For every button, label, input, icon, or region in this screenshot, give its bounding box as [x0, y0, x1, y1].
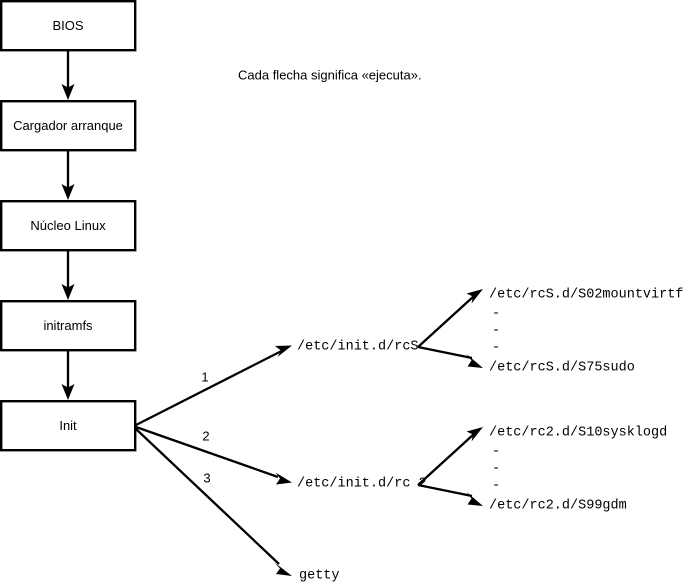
node-init-label: Init	[59, 418, 77, 433]
arrowhead-icon	[61, 84, 75, 100]
boot-chain-group: BIOS Cargador arranque Núcleo Linux init…	[0, 0, 137, 452]
rc2-ellipsis-dash-3: -	[492, 479, 500, 494]
arrow-rc2-to-last	[417, 483, 483, 506]
arrowhead-icon	[274, 562, 292, 576]
node-bios-rect	[0, 0, 137, 52]
diagram-caption: Cada flecha significa «ejecuta».	[238, 67, 422, 82]
rcs-ellipsis-dash-3: -	[492, 341, 500, 356]
node-loader-label: Cargador arranque	[13, 118, 123, 133]
node-initramfs[interactable]: initramfs	[0, 300, 137, 352]
node-bios[interactable]: BIOS	[0, 0, 137, 52]
arrowhead-icon	[466, 289, 483, 304]
label-init-d-rc2[interactable]: /etc/init.d/rc 2	[297, 477, 427, 492]
node-loader[interactable]: Cargador arranque	[0, 99, 137, 152]
arrowhead-icon	[275, 472, 292, 485]
arrowhead-icon	[61, 384, 75, 400]
branch-number-3: 3	[203, 470, 210, 485]
arrow-init-to-getty	[135, 428, 292, 576]
arrow-rcs-to-first	[417, 289, 483, 348]
node-bios-label: BIOS	[52, 18, 83, 33]
arrow-init-to-rc2	[135, 425, 292, 485]
label-init-d-rcs[interactable]: /etc/init.d/rcS	[297, 340, 419, 355]
node-kernel-label: Núcleo Linux	[30, 218, 106, 233]
arrow-loader-to-kernel	[61, 151, 75, 200]
node-kernel[interactable]: Núcleo Linux	[0, 199, 137, 252]
label-rcs-first-script[interactable]: /etc/rcS.d/S02mountvirtfs	[489, 288, 684, 303]
arrowhead-icon	[466, 354, 483, 368]
rc2-ellipsis-dash-1: -	[492, 445, 500, 460]
arrow-bios-to-loader	[61, 51, 75, 100]
arrow-init-to-rcs	[135, 345, 292, 427]
node-initramfs-label: initramfs	[43, 318, 93, 333]
arrowhead-icon	[466, 492, 483, 506]
arrowhead-icon	[275, 345, 292, 357]
label-rcs-last-script[interactable]: /etc/rcS.d/S75sudo	[489, 361, 635, 376]
label-getty[interactable]: getty	[299, 569, 340, 584]
rcs-ellipsis-dash-2: -	[492, 324, 500, 339]
node-init-rect	[0, 400, 137, 452]
init-branch-group: 1 2 3	[135, 345, 292, 576]
arrowhead-icon	[466, 427, 483, 442]
branch-number-2: 2	[202, 428, 209, 443]
arrow-rcs-to-last	[417, 345, 483, 368]
rc2-fanout-group: /etc/rc2.d/S10sysklogd - - - /etc/rc2.d/…	[417, 426, 667, 514]
rcs-ellipsis-dash-1: -	[492, 307, 500, 322]
rc2-ellipsis-dash-2: -	[492, 462, 500, 477]
arrow-initramfs-to-init	[61, 351, 75, 400]
branch-number-1: 1	[201, 369, 208, 384]
node-loader-rect	[0, 99, 137, 152]
label-rc2-last-script[interactable]: /etc/rc2.d/S99gdm	[489, 499, 627, 514]
arrowhead-icon	[61, 184, 75, 200]
node-initramfs-rect	[0, 300, 137, 352]
stage-labels-group: /etc/init.d/rcS /etc/init.d/rc 2 getty	[297, 340, 427, 584]
label-rc2-first-script[interactable]: /etc/rc2.d/S10sysklogd	[489, 426, 667, 441]
arrow-kernel-to-initramfs	[61, 251, 75, 300]
arrowhead-icon	[61, 284, 75, 300]
rcs-fanout-group: /etc/rcS.d/S02mountvirtfs - - - /etc/rcS…	[417, 288, 684, 376]
vertical-arrows-group	[61, 51, 75, 400]
node-init[interactable]: Init	[0, 400, 137, 452]
arrow-rc2-to-first	[417, 427, 483, 486]
node-kernel-rect	[0, 199, 137, 252]
